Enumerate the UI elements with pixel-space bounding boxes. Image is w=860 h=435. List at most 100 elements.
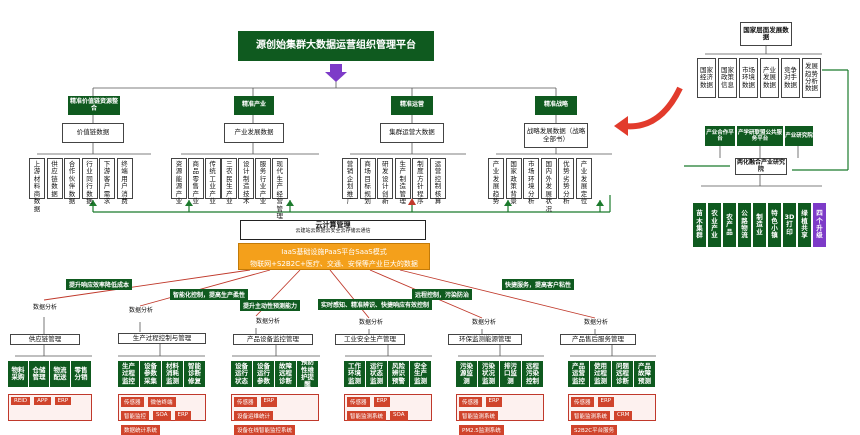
institute-item: 四个升级: [813, 203, 826, 247]
tech-tag: 数据统计系统: [121, 425, 161, 435]
pillar-0-item: 终端用户消费: [116, 158, 133, 205]
pillar-1-item: 现代生产经营管理: [271, 158, 288, 220]
module-tag-0: 数据分析: [32, 304, 57, 312]
tech-tag: 设备运维统计: [234, 411, 274, 421]
module-box-1: 生产过程控制与管理: [118, 333, 206, 344]
module-item: 零售分销: [71, 361, 91, 387]
tech-tag: 智能监控: [121, 411, 150, 421]
mid-label: 提升主动性预测能力: [240, 300, 301, 311]
pillar-head-2: 精准运营: [391, 96, 433, 115]
pillar-3-item: 国内外发展状况: [540, 158, 557, 213]
pillar-2-item: 营销企划推广: [342, 158, 358, 205]
cloud-sub: 云建站云数据云安全云存储云通信: [295, 228, 371, 235]
mid-label: 智能化控制，提高生产柔性: [170, 289, 249, 300]
institute-item: 制造业: [753, 203, 766, 247]
pillar-3-item: 优势劣势分析: [558, 158, 575, 205]
module-item: 预防性维护提醒: [297, 358, 318, 388]
national-item: 市场环境数据: [739, 58, 758, 98]
pillar-2-item: 制度方针程序: [412, 158, 429, 205]
mid-label: 实时感知、精准辨识、快捷响应有效控制: [318, 299, 433, 310]
pillar-1-item: 三农民生产业: [221, 158, 238, 205]
module-box-2: 产品设备监控管理: [233, 334, 313, 345]
saas-line2: 物联网+S2B2C+医疗、交通、安保等产业巨大的数据: [250, 260, 418, 268]
page-title: 源创始集群大数据运营组织管理平台: [238, 31, 434, 61]
pillar-3-item: 产业发展定位: [576, 158, 592, 205]
mid-label: 远程控制，污染防治: [412, 289, 473, 300]
pillar-0-item: 行业同行数据: [81, 158, 98, 205]
institute-item: 苗木集群: [693, 203, 706, 247]
red-curved-arrow-icon: [614, 116, 628, 136]
tech-tag: ERP: [54, 397, 72, 405]
institute-item: 农业产业: [708, 203, 721, 247]
module-item: 生产过程监控: [118, 361, 139, 387]
pillar-head-0: 精准价值链资源整合: [68, 96, 120, 115]
module-item: 材料消耗监测: [162, 361, 183, 387]
tech-tag: PM2.5监测系统: [459, 425, 504, 435]
tech-tag: CRM: [614, 411, 633, 421]
institute-item: 特色小镇: [768, 203, 781, 247]
pillar-1-item: 设计制造技术: [238, 158, 255, 205]
national-item: 产业发展数据: [760, 58, 779, 98]
module-tag-2: 数据分析: [255, 318, 280, 326]
module-item: 工作环境监测: [344, 361, 365, 387]
tech-tag: ERP: [260, 397, 278, 407]
pillar-0-item: 上游材料商数据: [29, 158, 45, 213]
tech-tag: 传感器: [347, 397, 370, 407]
institute-label: 产学研联盟公共服务平台: [737, 126, 783, 146]
module-tag-4: 数据分析: [471, 319, 496, 327]
module-item: 污染源监测: [456, 361, 477, 387]
module-box-0: 供应链管理: [10, 334, 80, 345]
pillar-box-0: 价值链数据: [62, 123, 124, 143]
module-item: 设备运行状态: [231, 361, 252, 387]
tech-tag: ERP: [597, 397, 615, 407]
pillar-1-item: 传统工业产业: [204, 158, 221, 205]
institute-box: 两化融合产业研究院: [735, 158, 787, 175]
mid-label: 提升响应效率降低成本: [66, 279, 133, 290]
pillar-2-item: 运营控制核算: [430, 158, 446, 205]
pillar-2-item: 商场目标规划: [359, 158, 376, 205]
cloud-box: 云计算管理 云建站云数据云安全云存储云通信: [240, 220, 426, 240]
mid-label: 快捷服务，提高客户粘性: [502, 279, 575, 290]
pillar-head-1: 精准产业: [234, 96, 274, 115]
tech-tag: 传感器: [571, 397, 594, 407]
institute-item: 公路物流: [738, 203, 751, 247]
national-item: 竞争对手数据: [781, 58, 800, 98]
module-item: 污染状况监测: [478, 361, 499, 387]
module-item: 远程污染控制: [522, 361, 543, 387]
pillar-1-item: 资源能源产业: [171, 158, 187, 205]
module-box-5: 产品售后服务管理: [560, 334, 636, 345]
institute-item: 3D打印: [783, 203, 796, 247]
purple-arrow-icon: [325, 64, 347, 82]
tech-tag: 设备在线智能监控系统: [234, 425, 296, 435]
module-item: 安全生产监测: [410, 361, 431, 387]
pillar-1-item: 商品零售产业: [187, 158, 204, 205]
module-item: 设备运行参数: [253, 361, 274, 387]
institute-label: 产业合作平台: [705, 126, 735, 146]
pillar-head-3: 精准战略: [535, 96, 577, 115]
tech-tag: ERP: [485, 397, 503, 407]
tech-tag: 智能监测系统: [571, 411, 611, 421]
module-box-3: 工业安全生产管理: [335, 334, 405, 345]
module-tag-1: 数据分析: [128, 307, 153, 315]
national-title: 国家层面发展数据: [740, 22, 792, 46]
tech-tag: APP: [34, 397, 51, 405]
cloud-title: 云计算管理: [315, 221, 351, 229]
institute-label: 产业研究院: [785, 126, 813, 146]
module-item: 设备参数采集: [140, 361, 161, 387]
pillar-1-item: 服务行业产业: [255, 158, 271, 205]
tech-tag: 智能监测系统: [347, 411, 387, 421]
module-item: 排污口监测: [500, 361, 521, 387]
tech-tag: SOA: [390, 411, 408, 421]
institute-item: 绿植共享: [798, 203, 811, 247]
module-item: 仓储管理: [29, 361, 49, 387]
tech-tag: S2B2C平台服务: [571, 425, 618, 435]
pillar-3-item: 产业发展趋势: [488, 158, 504, 205]
national-item: 发展趋势分析数据: [802, 58, 821, 98]
module-item: 物料采购: [8, 361, 28, 387]
tech-tag: 微信终端: [147, 397, 176, 407]
module-item: 风险辨识预警: [388, 361, 409, 387]
tech-tag: ERP: [174, 411, 192, 421]
